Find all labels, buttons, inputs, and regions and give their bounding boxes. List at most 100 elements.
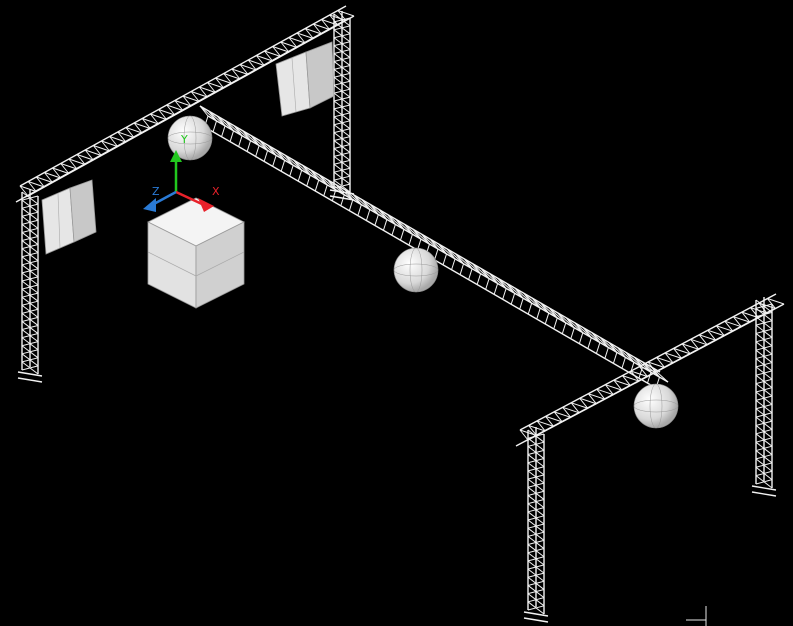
truss-member <box>246 140 252 152</box>
truss-member <box>288 37 298 48</box>
truss-member <box>647 361 665 368</box>
truss-member <box>142 118 159 125</box>
truss-member <box>101 140 110 152</box>
truss-member <box>578 332 584 344</box>
truss-member <box>608 342 626 358</box>
truss-member <box>527 515 545 521</box>
truss-member <box>21 227 39 233</box>
truss-member <box>64 173 69 176</box>
truss-member <box>755 420 773 426</box>
truss-member <box>527 490 545 496</box>
truss-member <box>715 325 725 337</box>
truss-member <box>256 55 273 62</box>
truss-member <box>643 376 648 379</box>
truss-member <box>755 395 773 401</box>
truss-member <box>673 347 691 355</box>
truss-member <box>21 324 39 331</box>
truss-member <box>329 14 347 21</box>
truss-member <box>44 172 53 183</box>
truss-member <box>207 82 216 93</box>
truss-member <box>233 125 243 137</box>
truss-member <box>544 312 550 325</box>
truss-member <box>221 125 226 137</box>
truss-member <box>361 199 379 215</box>
truss-member <box>497 278 507 289</box>
truss-member <box>225 120 234 132</box>
truss-member <box>44 172 61 179</box>
truss-member <box>724 320 734 332</box>
truss-member <box>523 292 533 304</box>
truss-member <box>767 298 785 305</box>
truss-member <box>669 362 674 365</box>
truss-member <box>21 365 39 371</box>
truss-member <box>166 104 184 111</box>
truss-member <box>182 95 192 107</box>
truss-member <box>333 167 351 173</box>
truss-member <box>235 78 241 81</box>
truss-member <box>207 82 224 89</box>
truss-member <box>195 101 200 104</box>
truss-member <box>138 132 143 135</box>
truss-member <box>117 131 135 138</box>
truss-member <box>280 41 298 48</box>
truss-member <box>272 155 277 167</box>
truss-member <box>395 218 405 230</box>
truss-member <box>758 302 768 314</box>
truss-member <box>117 131 127 143</box>
truss-member <box>219 87 224 90</box>
truss-member <box>455 253 464 265</box>
truss-member <box>333 24 338 27</box>
truss-member <box>333 128 351 134</box>
truss-member <box>647 361 657 373</box>
truss-member <box>250 135 260 146</box>
truss-member <box>186 105 192 108</box>
truss-member <box>604 347 609 359</box>
truss-member <box>750 307 768 314</box>
truss-member <box>716 325 733 332</box>
truss-member <box>527 466 545 472</box>
truss-member <box>429 238 447 255</box>
truss-member <box>695 348 699 352</box>
truss-member <box>421 233 430 245</box>
truss-member <box>21 203 39 209</box>
truss-member <box>333 25 351 31</box>
truss-member <box>32 191 37 194</box>
truss-member <box>429 238 439 250</box>
truss-member <box>284 154 294 166</box>
truss-member <box>677 357 682 361</box>
truss-member <box>129 137 135 140</box>
truss-member <box>182 95 200 102</box>
truss-member <box>247 59 257 71</box>
truss-member <box>527 605 545 611</box>
truss-member <box>570 327 575 339</box>
truss-member <box>215 77 224 89</box>
truss-member <box>40 186 45 189</box>
truss-member <box>21 276 39 282</box>
truss-member <box>681 343 699 350</box>
truss-member <box>215 77 232 84</box>
truss-member <box>323 184 328 197</box>
truss-member <box>519 298 524 310</box>
truss-member <box>297 170 303 182</box>
truss-member <box>21 252 39 258</box>
truss-member <box>754 317 759 320</box>
truss-member <box>244 74 249 77</box>
truss-member <box>21 195 39 201</box>
truss-member <box>370 204 388 220</box>
truss-member <box>81 164 86 167</box>
truss-member <box>72 168 78 171</box>
truss-member <box>733 316 751 323</box>
truss-member <box>451 258 456 270</box>
truss-member <box>639 366 657 373</box>
truss-member <box>333 64 351 70</box>
truss-member <box>642 361 660 378</box>
truss-member <box>767 298 776 309</box>
truss-member <box>621 357 626 369</box>
truss-member <box>333 80 351 86</box>
truss-member <box>575 412 580 415</box>
truss-member <box>510 293 516 305</box>
truss-member <box>755 462 773 468</box>
truss-member <box>305 28 322 35</box>
truss-member <box>227 83 232 86</box>
